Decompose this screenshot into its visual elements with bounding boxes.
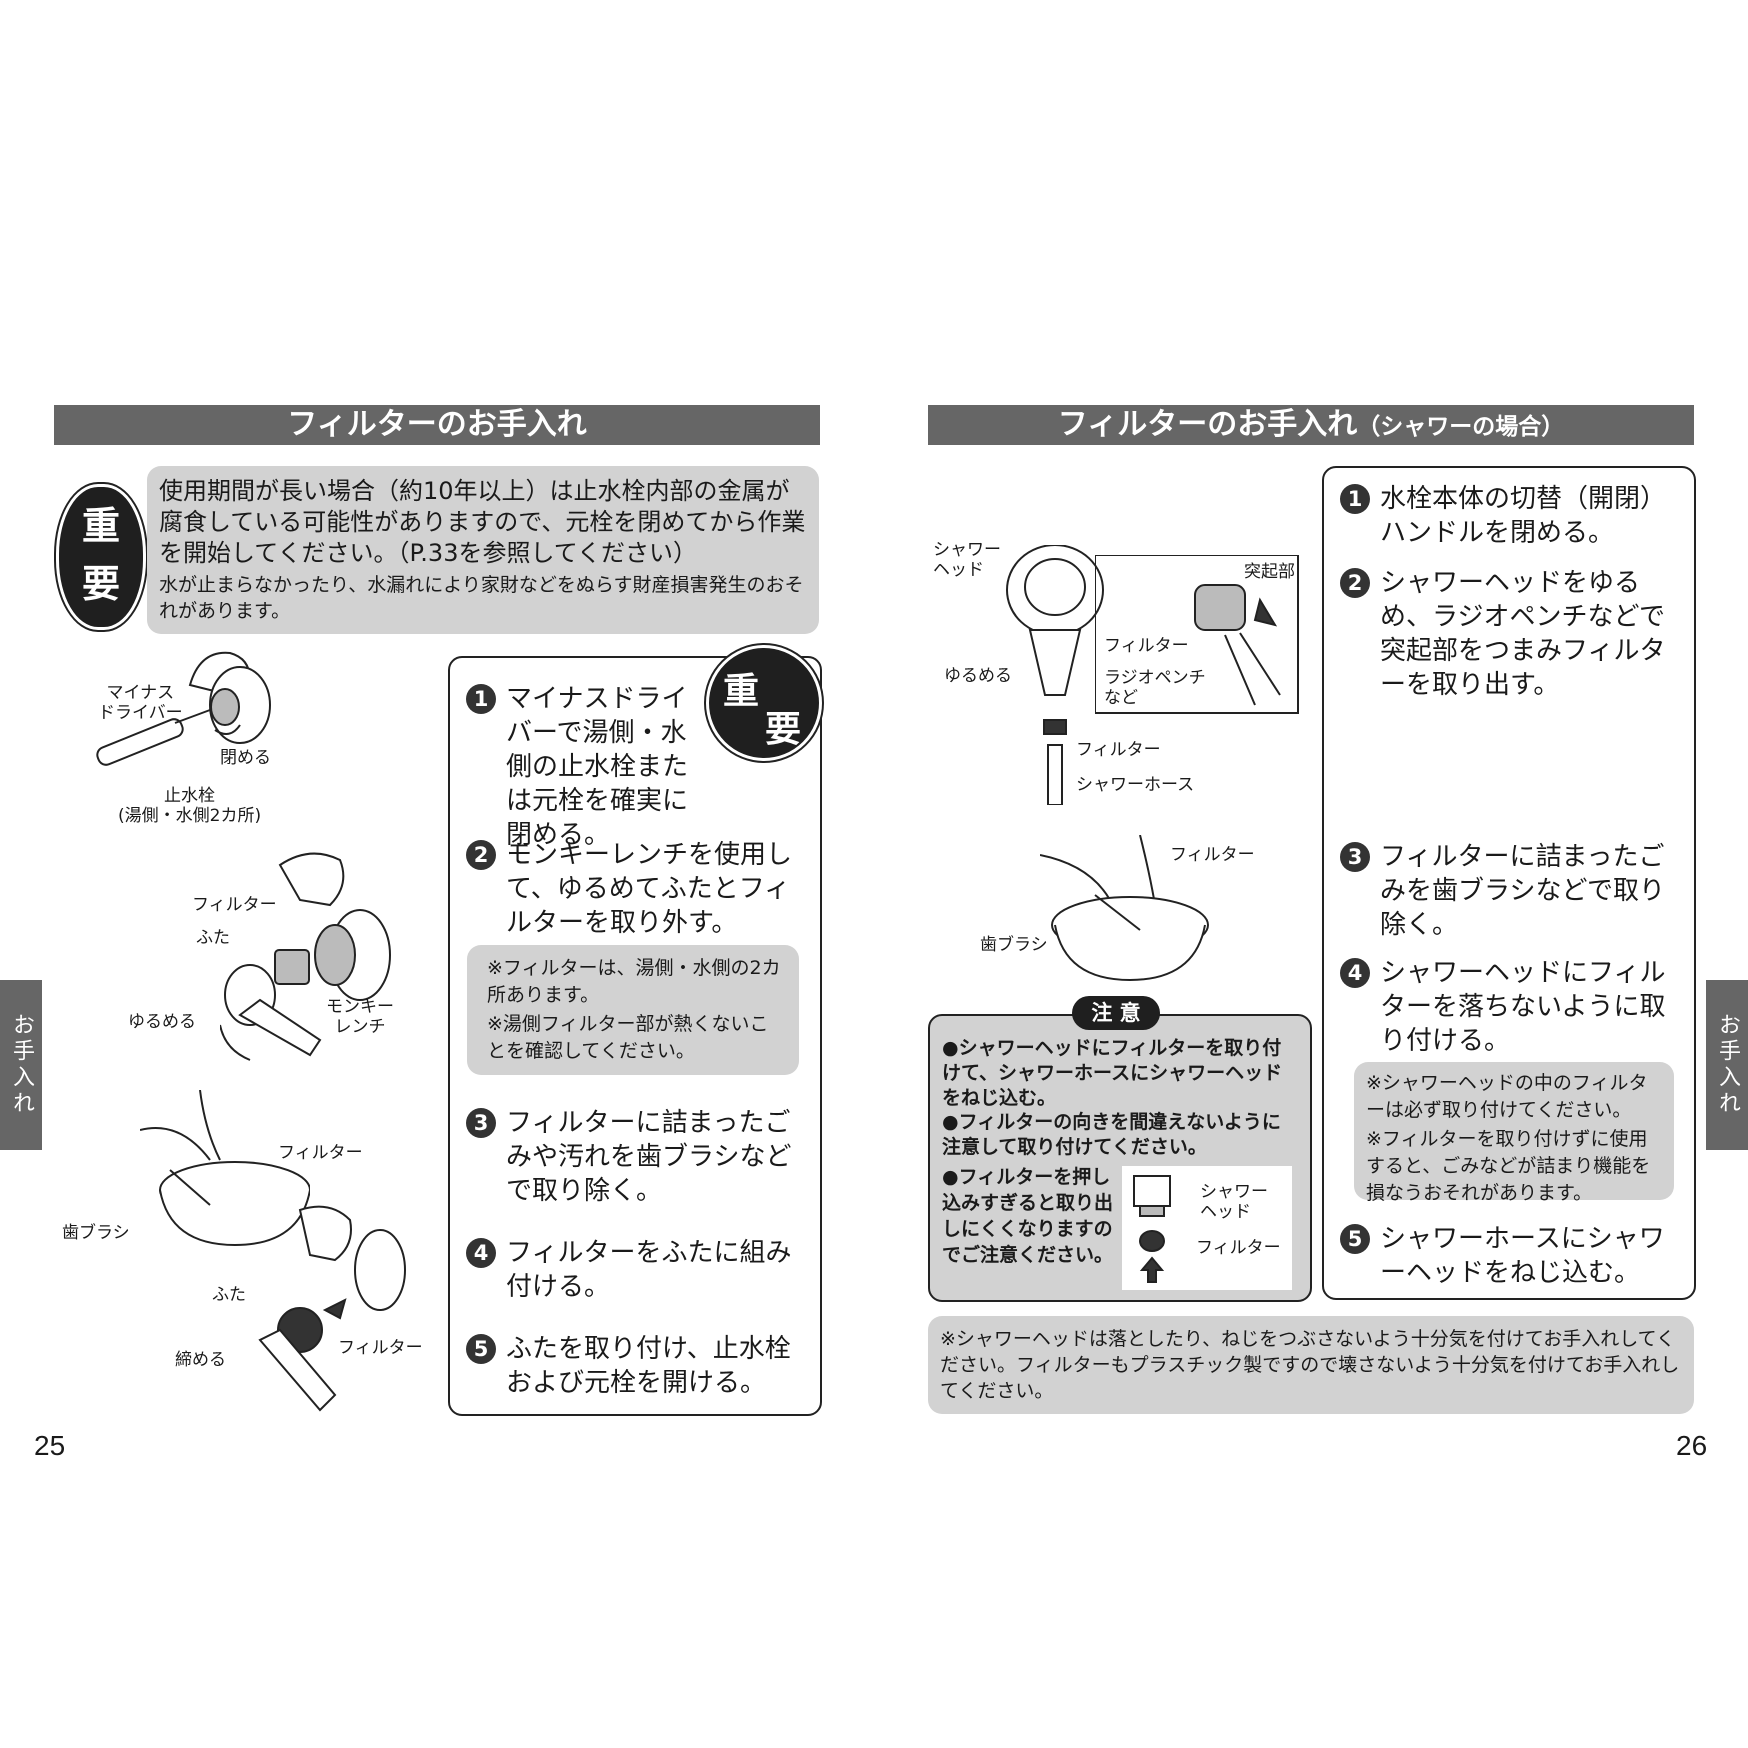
important-badge: 重 要 <box>56 484 146 630</box>
caution-figure: シャワー ヘッド フィルター <box>1122 1166 1292 1290</box>
left-side-tab: お手入れ <box>0 980 42 1150</box>
caution-title: 注 意 <box>1072 996 1160 1030</box>
right-step-3: 3 フィルターに詰まったごみを歯ブラシなどで取り除く。 <box>1340 840 1680 942</box>
left-step-2: 2 モンキーレンチを使用して、ゆるめてふたとフィルターを取り外す。 <box>466 838 806 940</box>
label-filter-3: フィルター <box>338 1338 423 1358</box>
label-wrench: モンキー レンチ <box>326 997 394 1037</box>
right-page-number: 26 <box>1676 1430 1708 1461</box>
left-notes: ※フィルターは、湯側・水側の2カ所あります。 ※湯側フィルター部が熱くないことを… <box>467 945 799 1075</box>
left-step-3: 3 フィルターに詰まったごみや汚れを歯ブラシなどで取り除く。 <box>466 1106 806 1208</box>
right-side-tab: お手入れ <box>1706 980 1748 1150</box>
filter-direction-icon <box>1133 1175 1171 1283</box>
label-pliers: ラジオペンチ など <box>1104 668 1206 708</box>
left-step-1: 1 マイナスドライバーで湯側・水側の止水栓または元栓を確実に閉める。 <box>466 682 706 852</box>
label-filter-inset: フィルター <box>1104 636 1189 656</box>
left-page-number: 25 <box>34 1430 66 1461</box>
shower-illustration <box>1006 545 1104 805</box>
label-filter-right-2: フィルター <box>1170 845 1255 865</box>
label-close: 閉める <box>220 748 271 768</box>
label-driver: マイナス ドライバー <box>98 683 183 723</box>
label-cap-1: ふた <box>196 928 230 948</box>
right-page-title: フィルターのお手入れ（シャワーの場合） <box>928 405 1694 445</box>
important-notice: 使用期間が長い場合（約10年以上）は止水栓内部の金属が腐食している可能性がありま… <box>147 466 819 634</box>
caution-label-head: シャワー ヘッド <box>1200 1182 1268 1222</box>
label-filter-2: フィルター <box>278 1143 363 1163</box>
label-hose: シャワーホース <box>1076 775 1195 795</box>
right-step-5: 5 シャワーホースにシャワーヘッドをねじ込む。 <box>1340 1222 1680 1290</box>
important-subtext: 水が止まらなかったり、水漏れにより家財などをぬらす財産損害発生のおそれがあります… <box>159 574 804 622</box>
right-step-1: 1 水栓本体の切替（開閉）ハンドルを閉める。 <box>1340 482 1680 550</box>
label-brush: 歯ブラシ <box>62 1223 130 1243</box>
left-step-5: 5 ふたを取り付け、止水栓および元栓を開ける。 <box>466 1332 806 1400</box>
left-page-title: フィルターのお手入れ <box>54 405 820 445</box>
label-shower-head: シャワー ヘッド <box>933 540 1001 580</box>
caution-label-filter: フィルター <box>1196 1238 1281 1258</box>
important-text: 使用期間が長い場合（約10年以上）は止水栓内部の金属が腐食している可能性がありま… <box>159 477 806 567</box>
brush-illustration <box>140 1090 310 1247</box>
right-step-2: 2 シャワーヘッドをゆるめ、ラジオペンチなどで突起部をつまみフィルターを取り出す… <box>1340 566 1680 702</box>
label-loosen: ゆるめる <box>128 1012 196 1032</box>
label-valve: 止水栓 (湯側・水側2カ所) <box>118 786 262 826</box>
brush-illustration-right <box>1040 835 1209 982</box>
step-important-badge: 重 要 <box>706 645 822 761</box>
label-loosen-right: ゆるめる <box>944 666 1012 686</box>
left-step-4: 4 フィルターをふたに組み付ける。 <box>466 1236 806 1304</box>
right-step-4: 4 シャワーヘッドにフィルターを落ちないように取り付ける。 <box>1340 956 1680 1058</box>
caution-item-3: ●フィルターを押し込みすぎると取り出しにくくなりますのでご注意ください。 <box>942 1166 1114 1266</box>
label-brush-right: 歯ブラシ <box>980 935 1048 955</box>
label-filter-1: フィルター <box>192 895 277 915</box>
label-cap-2: ふた <box>212 1285 246 1305</box>
pliers-inset <box>1095 555 1299 714</box>
caution-item-2: ●フィルターの向きを間違えないように注意して取り付けてください。 <box>942 1111 1281 1158</box>
valve-illustration-3 <box>258 1205 406 1412</box>
caution-item-1: ●シャワーヘッドにフィルターを取り付けて、シャワーホースにシャワーヘッドをねじ込… <box>942 1037 1283 1109</box>
right-notes: ※シャワーヘッドの中のフィルターは必ず取り付けてください。 ※フィルターを取り付… <box>1354 1062 1674 1204</box>
bottom-note: ※シャワーヘッドは落としたり、ねじをつぶさないよう十分気を付けてお手入れしてくだ… <box>928 1316 1694 1414</box>
valve-illustration-1 <box>96 651 271 766</box>
valve-illustration-2 <box>220 852 391 1061</box>
label-tighten: 締める <box>175 1350 226 1370</box>
label-protrusion: 突起部 <box>1244 562 1295 582</box>
label-filter-right: フィルター <box>1076 740 1161 760</box>
